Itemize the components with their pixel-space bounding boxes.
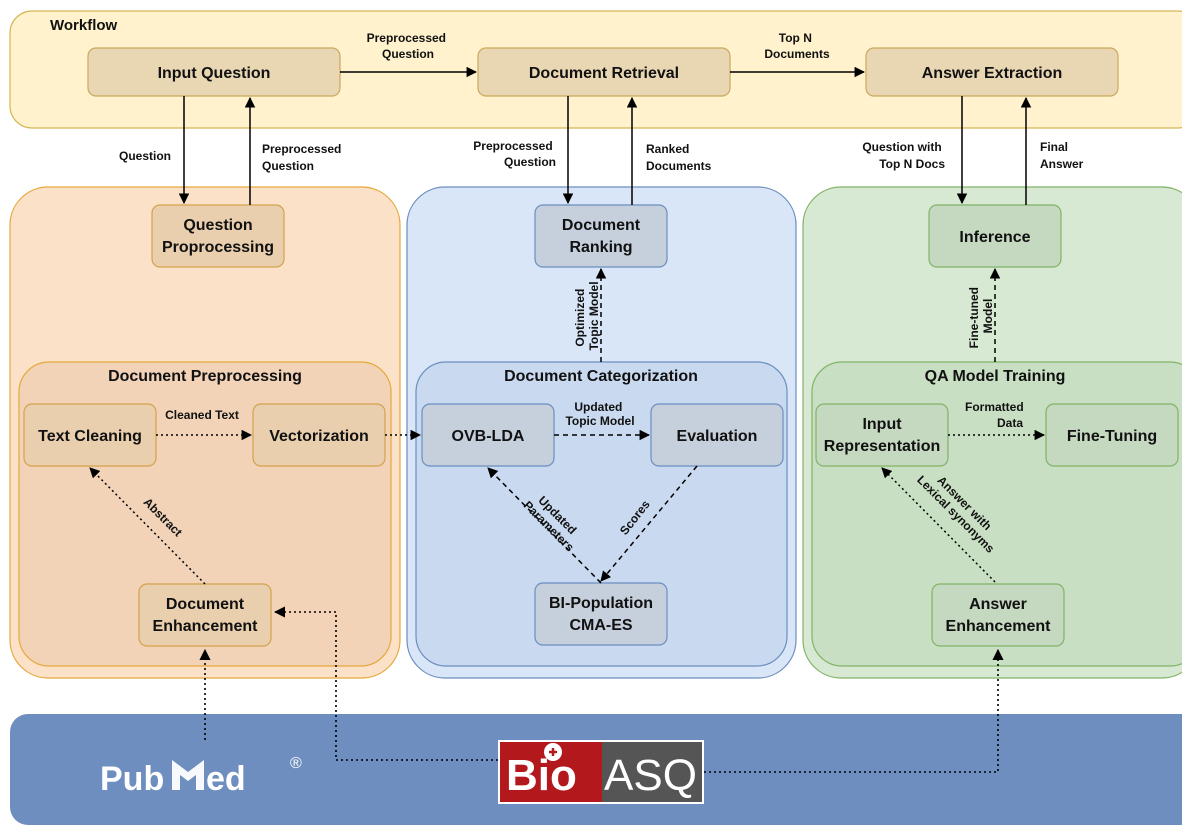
edge-label-top-n-documents: Top N Documents [764,31,830,61]
edge-label-ranked-documents: Ranked Documents [646,142,712,173]
svg-text:Enhancement: Enhancement [153,618,259,635]
document-enhancement-node: Document Enhancement [138,583,272,647]
svg-text:Bio: Bio [506,751,577,800]
document-preprocessing-title: Document Preprocessing [108,368,302,385]
input-question-node: Input Question [87,47,341,97]
ovb-lda-node: OVB-LDA [421,403,555,467]
edge-enhancement-to-cleaning [89,467,206,585]
answer-extraction-node: Answer Extraction [865,47,1119,97]
svg-text:Document Retrieval: Document Retrieval [529,65,679,82]
pubmed-logo: Pub ed ® [100,755,302,798]
input-representation-node: Input Representation [815,403,949,467]
edge-label-question: Question [119,149,171,163]
edge-label-optimized-topic-model: Optimized Topic Model [573,281,601,350]
edge-label-preprocessed-question-left: Preprocessed Question [262,142,345,173]
edge-bioasq-to-doc-enhancement [273,606,498,761]
svg-text:Answer Extraction: Answer Extraction [922,65,1062,82]
svg-text:Ranking: Ranking [569,239,632,256]
svg-text:BI-Population: BI-Population [549,595,653,612]
svg-text:CMA-ES: CMA-ES [569,617,632,634]
edge-bioasq-to-answer-enhancement [704,648,1004,773]
text-cleaning-node: Text Cleaning [23,403,157,467]
svg-text:Proprocessing: Proprocessing [162,239,274,256]
qa-model-training-title: QA Model Training [925,368,1066,385]
edge-label-preprocessed-question-top: Preprocessed Question [367,31,450,61]
bi-population-node: BI-Population CMA-ES [534,582,668,646]
document-retrieval-node: Document Retrieval [477,47,731,97]
svg-text:OVB-LDA: OVB-LDA [452,428,525,445]
svg-text:ed: ed [206,760,246,798]
edge-label-preprocessed-question-mid: Preprocessed Question [473,139,556,169]
edge-evaluation-to-bipop [600,465,698,582]
svg-text:Pub: Pub [100,760,164,798]
document-ranking-node: Document Ranking [534,204,668,268]
document-categorization-title: Document Categorization [504,368,698,385]
svg-text:Representation: Representation [824,438,940,455]
bioasq-logo: Bio ASQ [498,740,704,804]
svg-text:ASQ: ASQ [604,751,697,800]
svg-text:Enhancement: Enhancement [946,618,1052,635]
svg-text:Question: Question [183,217,252,234]
fine-tuning-node: Fine-Tuning [1045,403,1179,467]
edge-label-cleaned-text: Cleaned Text [165,408,239,422]
svg-text:Document: Document [562,217,641,234]
edge-label-final-answer: Final Answer [1040,140,1084,171]
answer-enhancement-node: Answer Enhancement [931,583,1065,647]
edge-label-question-with-top-n: Question with Top N Docs [862,140,945,171]
svg-text:®: ® [290,755,302,772]
svg-text:Fine-Tuning: Fine-Tuning [1067,428,1157,445]
svg-text:Document: Document [166,596,245,613]
svg-text:Inference: Inference [959,229,1030,246]
edge-answer-enh-to-representation [881,467,996,583]
inference-node: Inference [928,204,1062,268]
evaluation-node: Evaluation [650,403,784,467]
edge-label-updated-topic-model: Updated Topic Model [565,400,634,428]
svg-text:Text Cleaning: Text Cleaning [38,428,142,445]
vectorization-node: Vectorization [252,403,386,467]
edge-label-formatted-data: Formatted Data [965,400,1027,430]
svg-text:Answer: Answer [969,596,1027,613]
question-preprocessing-node: Question Proprocessing [151,204,285,268]
workflow-title: Workflow [50,17,118,34]
svg-text:Input: Input [862,416,902,433]
svg-text:Input Question: Input Question [158,65,271,82]
edge-label-fine-tuned-model: Fine-tuned Model [967,284,995,349]
svg-text:Vectorization: Vectorization [269,428,369,445]
svg-text:Evaluation: Evaluation [677,428,758,445]
